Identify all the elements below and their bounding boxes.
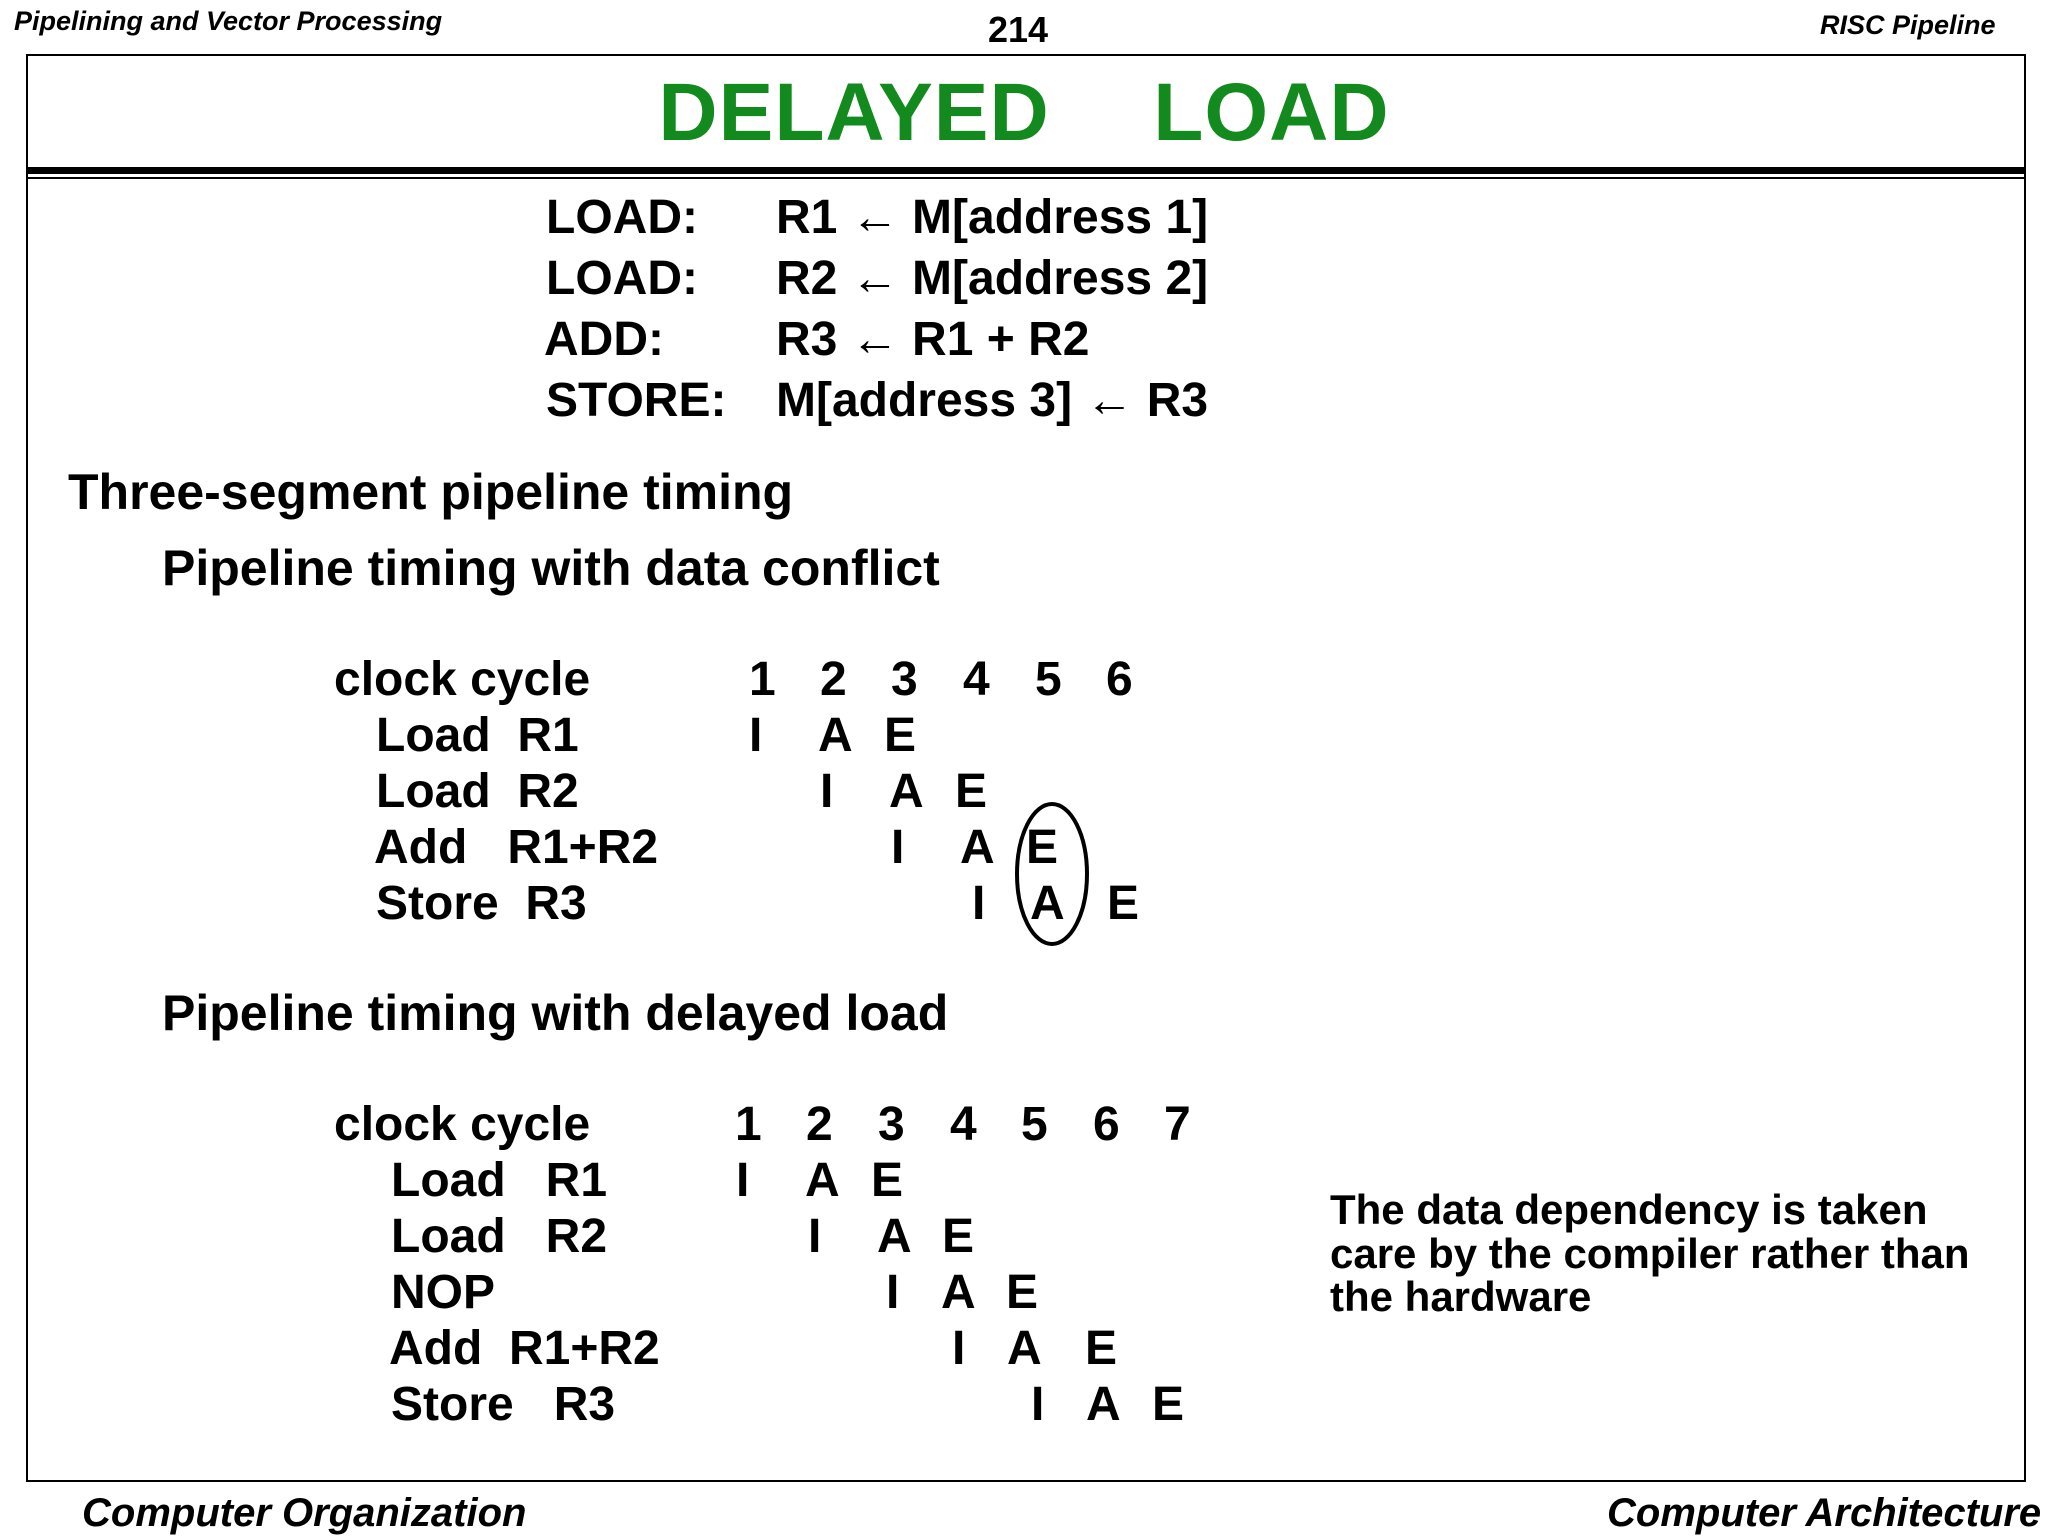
cycle-number: 6 bbox=[1093, 1098, 1120, 1151]
slide-frame bbox=[26, 54, 2026, 1482]
header-course-topic: Pipelining and Vector Processing bbox=[14, 6, 443, 36]
footer-left: Computer Organization bbox=[82, 1491, 527, 1535]
stage-cell: A bbox=[1086, 1378, 1121, 1431]
instruction-op: LOAD: bbox=[546, 252, 698, 305]
stage-cell: E bbox=[1006, 1266, 1039, 1319]
stage-cell: E bbox=[1085, 1322, 1118, 1375]
footer-right: Computer Architecture bbox=[1607, 1491, 2042, 1535]
stage-cell: I bbox=[886, 1266, 900, 1319]
pipeline-row-label: Store R3 bbox=[376, 877, 587, 930]
header-section: RISC Pipeline bbox=[1820, 10, 1996, 40]
page-number: 214 bbox=[988, 9, 1049, 50]
cycle-number: 1 bbox=[735, 1098, 762, 1151]
clock-cycle-label: clock cycle bbox=[334, 1098, 591, 1151]
cycle-number: 2 bbox=[820, 653, 847, 706]
title-divider-thin bbox=[26, 177, 2026, 179]
stage-cell: A bbox=[877, 1210, 912, 1263]
stage-cell: E bbox=[1107, 877, 1140, 930]
stage-cell: E bbox=[955, 765, 988, 818]
cycle-number: 3 bbox=[891, 653, 918, 706]
stage-cell: E bbox=[942, 1210, 975, 1263]
cycle-number: 1 bbox=[749, 653, 776, 706]
stage-cell: A bbox=[1030, 877, 1065, 930]
cycle-number: 5 bbox=[1035, 653, 1062, 706]
stage-cell: A bbox=[941, 1266, 976, 1319]
clock-cycle-label: clock cycle bbox=[334, 653, 591, 706]
conflict-heading: Pipeline timing with data conflict bbox=[162, 540, 940, 596]
stage-cell: E bbox=[871, 1154, 904, 1207]
stage-cell: I bbox=[808, 1210, 822, 1263]
section-heading: Three-segment pipeline timing bbox=[68, 464, 794, 520]
title-divider-thick bbox=[26, 167, 2026, 174]
stage-cell: I bbox=[1031, 1378, 1045, 1431]
pipeline-row-label: Load R1 bbox=[391, 1154, 608, 1207]
pipeline-row-label: NOP bbox=[391, 1266, 496, 1319]
stage-cell: I bbox=[736, 1154, 750, 1207]
cycle-number: 3 bbox=[878, 1098, 905, 1151]
stage-cell: E bbox=[1152, 1378, 1185, 1431]
instruction-op: ADD: bbox=[544, 313, 664, 366]
pipeline-row-label: Store R3 bbox=[391, 1378, 616, 1431]
stage-cell: E bbox=[884, 709, 917, 762]
pipeline-row-label: Add R1+R2 bbox=[374, 821, 659, 874]
pipeline-row-label: Load R1 bbox=[376, 709, 579, 762]
cycle-number: 6 bbox=[1106, 653, 1133, 706]
stage-cell: I bbox=[952, 1322, 966, 1375]
stage-cell: A bbox=[1007, 1322, 1042, 1375]
stage-cell: I bbox=[820, 765, 834, 818]
cycle-number: 7 bbox=[1164, 1098, 1191, 1151]
stage-cell: A bbox=[805, 1154, 840, 1207]
cycle-number: 4 bbox=[963, 653, 990, 706]
instruction-op: STORE: bbox=[546, 374, 727, 427]
instruction-expr: M[address 3] ← R3 bbox=[776, 374, 1209, 427]
compiler-note: The data dependency is taken care by the… bbox=[1330, 1186, 1970, 1321]
cycle-number: 2 bbox=[806, 1098, 833, 1151]
stage-cell: A bbox=[960, 821, 995, 874]
instruction-expr: R1 ← M[address 1] bbox=[776, 191, 1209, 244]
instruction-expr: R3 ← R1 + R2 bbox=[776, 313, 1090, 366]
pipeline-row-label: Load R2 bbox=[391, 1210, 608, 1263]
stage-cell: E bbox=[1026, 821, 1059, 874]
slide-title: DELAYED LOAD bbox=[658, 67, 1390, 158]
stage-cell: A bbox=[818, 709, 853, 762]
instruction-expr: R2 ← M[address 2] bbox=[776, 252, 1209, 305]
cycle-number: 4 bbox=[950, 1098, 977, 1151]
pipeline-row-label: Load R2 bbox=[376, 765, 579, 818]
stage-cell: I bbox=[749, 709, 763, 762]
stage-cell: A bbox=[889, 765, 924, 818]
stage-cell: I bbox=[972, 877, 986, 930]
stage-cell: I bbox=[891, 821, 905, 874]
instruction-op: LOAD: bbox=[546, 191, 698, 244]
cycle-number: 5 bbox=[1021, 1098, 1048, 1151]
pipeline-row-label: Add R1+R2 bbox=[389, 1322, 660, 1375]
delayed-heading: Pipeline timing with delayed load bbox=[162, 985, 949, 1041]
